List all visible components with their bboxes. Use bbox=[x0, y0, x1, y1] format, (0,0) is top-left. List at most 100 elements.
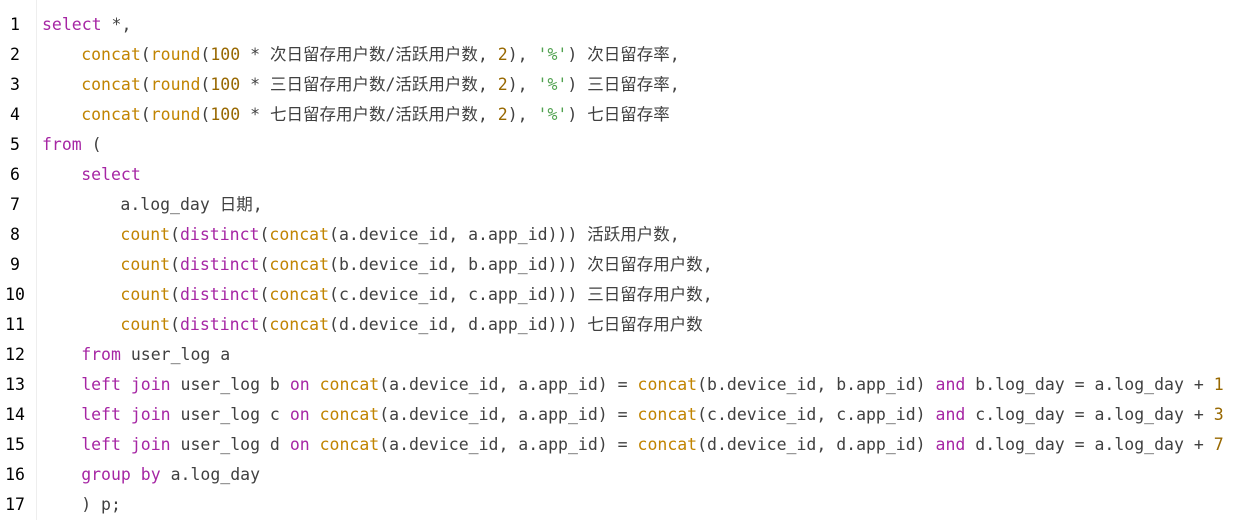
code-token-kw: and bbox=[935, 435, 966, 454]
code-token-plain: user_log a bbox=[120, 345, 231, 364]
code-token-plain: user_log c bbox=[170, 405, 290, 424]
code-token-fn: concat bbox=[269, 315, 330, 334]
code-token-kw: select bbox=[81, 165, 141, 184]
code-token-fn: round bbox=[150, 105, 201, 124]
code-token-plain: (c.device_id, c.app_id))) 三日留存用户数, bbox=[329, 285, 713, 304]
line-number: 14 bbox=[5, 405, 25, 424]
code-token-plain: (a.device_id, a.app_id) = bbox=[379, 375, 638, 394]
code-token-plain: (a.device_id, a.app_id) = bbox=[379, 405, 638, 424]
code-token-num: 7 bbox=[1213, 435, 1224, 454]
code-token-fn: concat bbox=[319, 435, 380, 454]
line-number: 2 bbox=[10, 45, 20, 64]
code-token-kw: select bbox=[42, 15, 102, 34]
code-token-plain: (a.device_id, a.app_id))) 活跃用户数, bbox=[329, 225, 680, 244]
code-token-plain: ( bbox=[259, 285, 270, 304]
code-token-plain: ( bbox=[170, 285, 180, 304]
code-token-fn: concat bbox=[269, 255, 330, 274]
code-token-plain: ( bbox=[200, 45, 211, 64]
code-token-plain: ( bbox=[200, 105, 211, 124]
code-token-plain: ( bbox=[140, 75, 151, 94]
line-number: 4 bbox=[10, 105, 20, 124]
code-token-plain bbox=[310, 375, 320, 394]
code-line[interactable]: concat(round(100 * 三日留存用户数/活跃用户数, 2), '%… bbox=[81, 70, 679, 100]
code-token-plain: ), bbox=[507, 105, 538, 124]
code-line[interactable]: group by a.log_day bbox=[81, 460, 260, 490]
code-token-plain: ( bbox=[81, 135, 102, 154]
code-line[interactable]: select *, bbox=[42, 10, 131, 40]
line-number: 17 bbox=[5, 495, 25, 514]
code-token-kw: distinct bbox=[180, 285, 260, 304]
code-token-kw: left join bbox=[81, 435, 171, 454]
code-line[interactable]: count(distinct(concat(d.device_id, d.app… bbox=[120, 310, 702, 340]
code-token-kw: group by bbox=[81, 465, 161, 484]
code-token-plain: (b.device_id, b.app_id) bbox=[697, 375, 936, 394]
code-token-plain: user_log d bbox=[170, 435, 290, 454]
code-token-plain: *, bbox=[101, 15, 132, 34]
code-token-kw: distinct bbox=[180, 255, 260, 274]
code-token-plain: ), bbox=[507, 45, 538, 64]
code-line[interactable]: concat(round(100 * 七日留存用户数/活跃用户数, 2), '%… bbox=[81, 100, 670, 130]
code-token-fn: concat bbox=[637, 435, 698, 454]
code-token-plain: (d.device_id, d.app_id) bbox=[697, 435, 936, 454]
gutter-divider bbox=[36, 0, 37, 520]
code-line[interactable]: count(distinct(concat(a.device_id, a.app… bbox=[120, 220, 679, 250]
code-token-kw: distinct bbox=[180, 225, 260, 244]
code-token-plain: b.log_day = a.log_day + bbox=[965, 375, 1214, 394]
code-token-plain: (a.device_id, a.app_id) = bbox=[379, 435, 638, 454]
line-number: 11 bbox=[5, 315, 25, 334]
code-token-plain: c.log_day = a.log_day + bbox=[965, 405, 1214, 424]
code-line[interactable]: left join user_log d on concat(a.device_… bbox=[81, 430, 1223, 460]
code-token-num: 2 bbox=[497, 45, 508, 64]
code-token-plain: ( bbox=[170, 255, 180, 274]
code-token-plain bbox=[310, 435, 320, 454]
code-token-fn: concat bbox=[637, 375, 698, 394]
code-token-plain: * 三日留存用户数/活跃用户数, bbox=[240, 75, 498, 94]
code-token-plain: * 次日留存用户数/活跃用户数, bbox=[240, 45, 498, 64]
code-token-num: 100 bbox=[210, 45, 241, 64]
code-token-plain: ) p; bbox=[81, 495, 121, 514]
code-token-kw: from bbox=[81, 345, 121, 364]
code-token-plain: ( bbox=[259, 255, 270, 274]
code-token-num: 3 bbox=[1213, 405, 1224, 424]
code-line[interactable]: count(distinct(concat(b.device_id, b.app… bbox=[120, 250, 712, 280]
code-line[interactable]: left join user_log b on concat(a.device_… bbox=[81, 370, 1223, 400]
code-line[interactable]: ) p; bbox=[81, 490, 121, 520]
code-token-str: '%' bbox=[537, 75, 568, 94]
code-token-fn: count bbox=[120, 315, 171, 334]
code-token-num: 100 bbox=[210, 105, 241, 124]
code-token-kw: on bbox=[289, 405, 310, 424]
code-token-num: 2 bbox=[497, 105, 508, 124]
code-line[interactable]: count(distinct(concat(c.device_id, c.app… bbox=[120, 280, 712, 310]
code-token-fn: concat bbox=[81, 105, 141, 124]
code-line[interactable]: from ( bbox=[42, 130, 102, 160]
code-token-fn: round bbox=[150, 75, 201, 94]
code-line[interactable]: left join user_log c on concat(a.device_… bbox=[81, 400, 1223, 430]
code-token-plain: ( bbox=[259, 225, 270, 244]
line-number: 7 bbox=[10, 195, 20, 214]
code-token-plain: ( bbox=[259, 315, 270, 334]
line-number: 12 bbox=[5, 345, 25, 364]
line-number: 8 bbox=[10, 225, 20, 244]
code-token-fn: concat bbox=[319, 375, 380, 394]
code-token-plain: (d.device_id, d.app_id))) 七日留存用户数 bbox=[329, 315, 703, 334]
code-token-fn: concat bbox=[637, 405, 698, 424]
code-line[interactable]: from user_log a bbox=[81, 340, 230, 370]
code-token-plain: ( bbox=[140, 105, 151, 124]
code-token-plain: (b.device_id, b.app_id))) 次日留存用户数, bbox=[329, 255, 713, 274]
code-token-plain: (c.device_id, c.app_id) bbox=[697, 405, 936, 424]
code-token-plain: a.log_day bbox=[160, 465, 261, 484]
code-line[interactable]: concat(round(100 * 次日留存用户数/活跃用户数, 2), '%… bbox=[81, 40, 679, 70]
line-number: 6 bbox=[10, 165, 20, 184]
code-line[interactable]: select bbox=[81, 160, 141, 190]
line-number: 5 bbox=[10, 135, 20, 154]
code-token-kw: on bbox=[289, 375, 310, 394]
code-token-num: 2 bbox=[497, 75, 508, 94]
code-token-fn: concat bbox=[319, 405, 380, 424]
code-line[interactable]: a.log_day 日期, bbox=[120, 190, 262, 220]
line-number: 9 bbox=[10, 255, 20, 274]
code-token-fn: count bbox=[120, 255, 171, 274]
code-token-plain: ( bbox=[140, 45, 151, 64]
line-number: 15 bbox=[5, 435, 25, 454]
